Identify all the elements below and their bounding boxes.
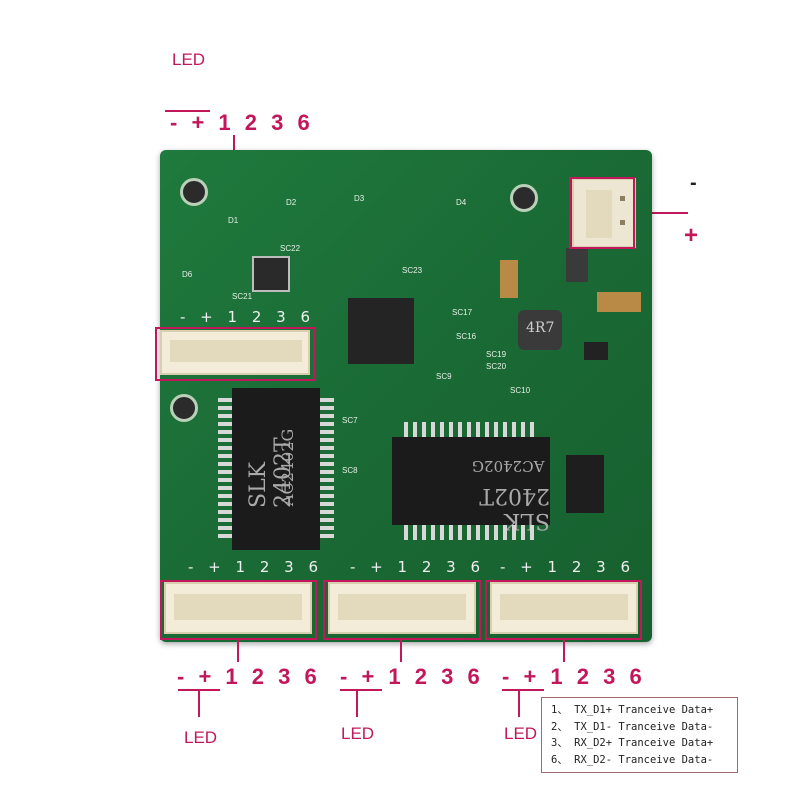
- led-underline-bottom-mid: [340, 689, 382, 691]
- board-pin-row-bottom-right: - + 1 2 3 6: [500, 558, 635, 576]
- highlight-left-connector: [155, 327, 315, 381]
- chip-a-pins-right: [320, 398, 334, 538]
- transformer-chip-a: SLK 2402T AC2402G: [232, 388, 320, 550]
- power-plus-label: +: [684, 222, 699, 249]
- highlight-bottom-left-connector: [160, 580, 317, 640]
- silk-label: D3: [354, 194, 365, 203]
- legend-line-1: 1、 TX_D1+ Tranceive Data+: [551, 704, 714, 716]
- inductor: 4R7: [518, 310, 562, 350]
- pin-label-bottom-left: - + 1 2 3 6: [177, 664, 321, 689]
- silk-label: SC10: [510, 386, 531, 395]
- transformer-chip-b: SLK 2402T AC2402G: [392, 437, 550, 533]
- port-connector-left: [160, 330, 310, 375]
- pin-label-top-left: - + 1 2 3 6: [170, 110, 314, 135]
- capacitor-2: [597, 292, 641, 312]
- silk-label: SC22: [280, 244, 301, 253]
- chip-a-pins-left: [218, 398, 232, 538]
- pin-label-bottom-right: - + 1 2 3 6: [502, 664, 646, 689]
- small-ic: [252, 256, 290, 292]
- silk-label: D2: [286, 198, 297, 207]
- led-tick-bottom-left: [198, 689, 200, 717]
- pinout-legend: 1、 TX_D1+ Tranceive Data+ 2、 TX_D1- Tran…: [541, 697, 738, 773]
- chip-b-pins-bottom: [404, 525, 538, 540]
- silk-label: SC7: [342, 416, 358, 425]
- silk-label: SC21: [232, 292, 253, 301]
- mount-hole-top-right: [510, 184, 538, 212]
- highlight-power-connector: [569, 177, 635, 249]
- led-underline-top-left: [165, 110, 210, 112]
- led-label-bottom-left: LED: [184, 728, 218, 747]
- led-tick-bottom-right: [518, 689, 520, 717]
- capacitor-1: [500, 260, 518, 298]
- silk-label: SC23: [402, 266, 423, 275]
- silk-label: SC20: [486, 362, 507, 371]
- capacitor-3: [566, 248, 588, 282]
- legend-line-4: 6、 RX_D2- Tranceive Data-: [551, 753, 714, 766]
- silk-label: D4: [456, 198, 467, 207]
- port-connector-bottom-mid: [328, 582, 476, 634]
- silk-label: D6: [182, 270, 193, 279]
- power-connector: [572, 178, 636, 248]
- silk-label: SC9: [436, 372, 452, 381]
- mount-hole-mid-left: [170, 394, 198, 422]
- leader-line-bottom-mid: [400, 640, 402, 662]
- mount-hole-top-left: [180, 178, 208, 206]
- inductor-label: 4R7: [526, 320, 555, 336]
- leader-line-power: [633, 212, 688, 214]
- board-pin-row-bottom-left: - + 1 2 3 6: [188, 558, 323, 576]
- highlight-bottom-right-connector: [485, 580, 642, 640]
- highlight-bottom-mid-connector: [323, 580, 481, 640]
- chip-b-pins-top: [404, 422, 538, 437]
- board-pin-row-left: - + 1 2 3 6: [180, 308, 315, 326]
- silk-label: SC16: [456, 332, 477, 341]
- silk-label: D1: [228, 216, 239, 225]
- silk-label: SC19: [486, 350, 507, 359]
- silk-label: SC8: [342, 466, 358, 475]
- controller-chip: [348, 298, 414, 364]
- legend-line-2: 2、 TX_D1- Tranceive Data-: [551, 720, 714, 733]
- port-connector-bottom-left: [164, 582, 312, 634]
- power-minus-label: -: [690, 172, 697, 194]
- silk-label: SC17: [452, 308, 473, 317]
- leader-line-bottom-right: [563, 640, 565, 662]
- pin-label-bottom-mid: - + 1 2 3 6: [340, 664, 484, 689]
- legend-line-3: 3、 RX_D2+ Tranceive Data+: [551, 737, 714, 749]
- transistor: [584, 342, 608, 360]
- led-label-bottom-mid: LED: [341, 724, 375, 743]
- chip-a-label-2: AC2402G: [278, 428, 297, 506]
- board-pin-row-bottom-mid: - + 1 2 3 6: [350, 558, 485, 576]
- led-underline-bottom-right: [502, 689, 544, 691]
- led-label-bottom-right: LED: [504, 724, 538, 743]
- led-label-top-left: LED: [172, 50, 206, 69]
- chip-b-label-2: AC2402G: [472, 457, 545, 475]
- leader-line-bottom-left: [237, 640, 239, 662]
- led-tick-bottom-mid: [356, 689, 358, 717]
- diode: [566, 455, 604, 513]
- port-connector-bottom-right: [490, 582, 638, 634]
